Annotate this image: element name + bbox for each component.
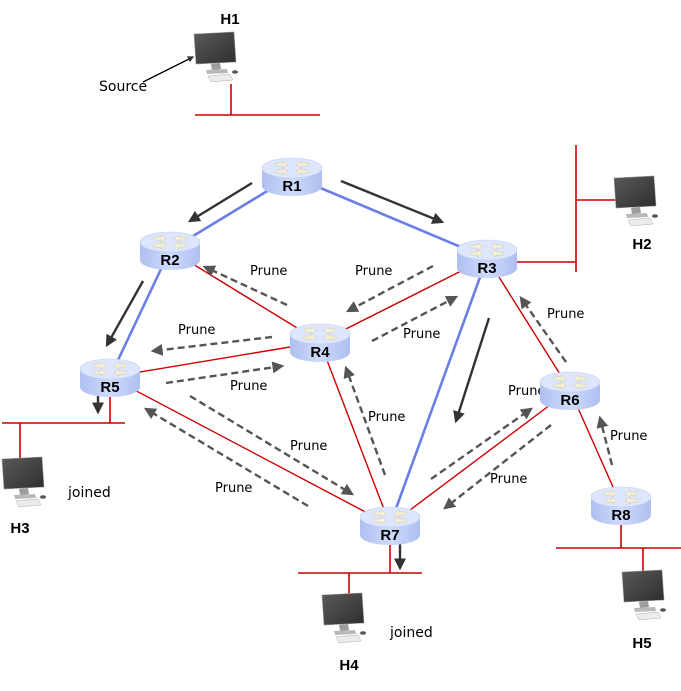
prune-r5-to-r4: Prune xyxy=(165,361,285,394)
prune-arrow xyxy=(519,296,567,363)
router-r4[interactable]: R4 xyxy=(289,323,351,363)
link-r5-r7 xyxy=(109,376,391,526)
prune-arrow xyxy=(343,365,387,476)
router-r8[interactable]: R8 xyxy=(590,486,652,526)
prune-label: Prune xyxy=(508,384,545,399)
router-label: R2 xyxy=(160,252,179,269)
data-flow-arrow-r2-r5 xyxy=(105,280,145,348)
desktop-computer-icon xyxy=(193,31,239,83)
prune-r6-to-r3: Prune xyxy=(519,296,584,363)
router-r7[interactable]: R7 xyxy=(359,506,421,546)
prune-arrow xyxy=(443,424,552,510)
prune-r4-to-r3: Prune xyxy=(371,295,459,343)
desktop-computer-icon xyxy=(321,592,367,644)
prune-arrow xyxy=(202,265,288,307)
desktop-computer-icon xyxy=(613,175,659,227)
prune-label: Prune xyxy=(215,481,252,496)
link-r4-r7 xyxy=(319,341,391,526)
prune-label: Prune xyxy=(250,264,287,279)
link-r1-r3 xyxy=(291,174,488,260)
router-r6[interactable]: R6 xyxy=(539,371,601,411)
prune-r8-to-r6: Prune xyxy=(596,415,647,466)
prune-r5-to-r7: Prune xyxy=(189,394,355,496)
router-label: R5 xyxy=(100,379,119,396)
prune-arrow xyxy=(189,394,355,496)
link-r3-r4 xyxy=(319,257,488,343)
router-label: R6 xyxy=(560,392,579,409)
link-r2-r5 xyxy=(108,249,172,378)
data-flow-arrow-r1-r3 xyxy=(340,179,445,224)
prune-arrow xyxy=(345,264,434,313)
host-label: H5 xyxy=(632,635,651,652)
router-label: R3 xyxy=(477,260,496,277)
router-r2[interactable]: R2 xyxy=(139,231,201,271)
data-flow-arrow-r1-r2 xyxy=(187,181,253,223)
prune-label: Prune xyxy=(490,472,527,487)
prune-arrow xyxy=(143,407,309,508)
source-pointer-arrow xyxy=(142,56,195,83)
prune-arrow xyxy=(165,361,285,385)
router-label: R8 xyxy=(611,507,630,524)
router-label: R4 xyxy=(310,344,330,361)
prune-label: Prune xyxy=(610,429,647,444)
prune-label: Prune xyxy=(355,264,392,279)
desktop-computer-icon xyxy=(1,456,47,508)
link-r4-r5 xyxy=(109,341,321,378)
prune-arrow xyxy=(430,407,533,480)
prune-r4-to-r5: Prune xyxy=(150,323,273,356)
host-label: H4 xyxy=(339,657,359,674)
host-label: H3 xyxy=(10,520,29,537)
router-r3[interactable]: R3 xyxy=(456,239,518,279)
host-label: H2 xyxy=(632,236,651,253)
prune-label: Prune xyxy=(547,307,584,322)
link-r6-r7 xyxy=(389,389,571,526)
router-r5[interactable]: R5 xyxy=(79,358,141,398)
data-flow-arrow-r3-r7 xyxy=(453,317,491,424)
prune-label: Prune xyxy=(403,327,440,342)
router-label: R7 xyxy=(380,527,399,544)
host-h1[interactable]: H1 xyxy=(193,11,240,83)
host-h5[interactable]: H5 xyxy=(621,569,667,652)
lan-segments xyxy=(2,84,681,597)
link-r3-r7 xyxy=(388,257,489,526)
prune-label: Prune xyxy=(230,379,267,394)
prune-r7-to-r6: Prune xyxy=(430,384,545,480)
router-links xyxy=(108,174,622,526)
source-label: Source xyxy=(99,79,147,95)
host-status-joined: joined xyxy=(389,625,433,641)
prune-r4-to-r2: Prune xyxy=(202,264,288,307)
host-h3[interactable]: H3 joined xyxy=(1,456,111,537)
prune-arrow xyxy=(150,335,273,356)
prune-label: Prune xyxy=(178,323,215,338)
link-r3-r6 xyxy=(486,257,571,391)
prune-r6-to-r7: Prune xyxy=(443,424,552,510)
host-h2[interactable]: H2 xyxy=(613,175,659,253)
prune-r7-to-r4: Prune xyxy=(343,365,405,476)
desktop-computer-icon xyxy=(621,569,667,621)
prune-arrow xyxy=(371,295,459,343)
prune-label: Prune xyxy=(368,410,405,425)
prune-label: Prune xyxy=(290,439,327,454)
prune-r7-to-r5: Prune xyxy=(143,407,309,508)
prune-arrow xyxy=(596,415,614,466)
host-h4[interactable]: H4 joined xyxy=(321,592,433,674)
router-r1[interactable]: R1 xyxy=(261,157,323,197)
host-label: H1 xyxy=(220,11,239,28)
host-status-joined: joined xyxy=(67,485,111,501)
prune-r3-to-r4: Prune xyxy=(345,264,434,313)
router-label: R1 xyxy=(282,178,301,195)
